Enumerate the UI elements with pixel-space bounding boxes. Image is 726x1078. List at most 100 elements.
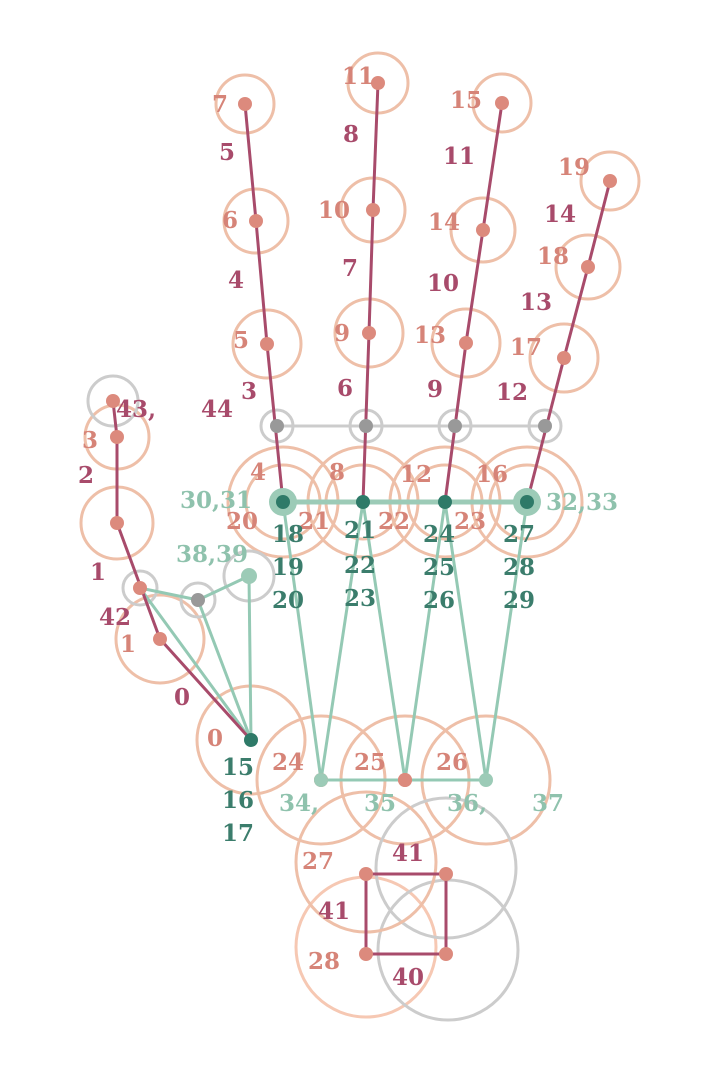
joint-ring-11 (528, 322, 600, 394)
joint-node-m25b (398, 773, 412, 787)
green-node-m24 (314, 773, 328, 787)
bone-label-5: 5 (219, 139, 235, 166)
green-label-34: 34, (279, 790, 319, 817)
bone-edge-8 (367, 208, 375, 335)
gray-node-g44c (448, 419, 462, 433)
green-dark-node-p21 (356, 495, 370, 509)
bone-label-10: 10 (427, 270, 459, 297)
skeleton-nodes (106, 76, 617, 961)
joint-label-12: 12 (400, 461, 432, 488)
joint-label-1: 1 (120, 631, 136, 658)
joint-label-22: 22 (378, 508, 410, 535)
bone-edge-6 (243, 102, 258, 223)
green-dark-node-j0 (244, 733, 258, 747)
bone-label-12: 12 (496, 379, 528, 406)
joint-label-9: 9 (334, 320, 350, 347)
bone-edge-0 (158, 637, 253, 742)
bone-edge-15 (586, 179, 612, 269)
joint-label-6: 6 (222, 207, 238, 234)
bone-label-8: 8 (343, 121, 359, 148)
green-dark-node-p20 (276, 495, 290, 509)
green-dark-label-24: 24 (423, 521, 455, 548)
joint-ring-2 (231, 308, 303, 380)
bone-edge-9 (371, 81, 380, 212)
green-edge-9 (196, 574, 251, 602)
gray-node-g44a (270, 419, 284, 433)
green-dark-label-21: 21 (344, 517, 376, 544)
green-dark-label-16: 16 (222, 787, 254, 814)
joint-label-15: 15 (450, 87, 482, 114)
green-label-38-39: 38,39 (176, 541, 248, 568)
joint-label-25: 25 (354, 749, 386, 776)
skeleton-labels: 11 7 15 19 6 10 14 18 5 9 13 17 3 4 8 12… (78, 63, 618, 991)
joint-label-7: 7 (212, 91, 228, 118)
joint-label-17: 17 (510, 334, 542, 361)
green-dark-label-23: 23 (344, 585, 376, 612)
green-dark-label-15: 15 (222, 754, 254, 781)
joint-label-21: 21 (298, 508, 330, 535)
joint-label-26: 26 (436, 749, 468, 776)
bone-label-2: 2 (78, 462, 94, 489)
green-dark-label-18: 18 (272, 521, 304, 548)
bone-edge-11 (464, 228, 485, 345)
green-edge-8 (138, 586, 200, 602)
bone-label-40: 40 (392, 964, 424, 991)
bone-label-41a: 41 (392, 840, 424, 867)
bone-label-42: 42 (99, 604, 131, 631)
joint-node-j3 (110, 430, 124, 444)
green-label-37: 37 (532, 790, 564, 817)
joint-ring-10 (554, 233, 622, 301)
joint-ring-14 (114, 593, 206, 685)
green-label-30-31: 30,31 (180, 487, 252, 514)
joint-node-j18 (581, 260, 595, 274)
joint-node-s4 (439, 947, 453, 961)
bone-edge-7 (361, 331, 371, 504)
bone-label-43: 43, (116, 396, 156, 423)
joint-ring-27 (86, 374, 140, 428)
joint-label-19: 19 (558, 154, 590, 181)
green-dark-label-28: 28 (503, 554, 535, 581)
joint-label-8: 8 (329, 459, 345, 486)
bone-label-3: 3 (241, 378, 257, 405)
green-edge-3 (403, 500, 447, 782)
green-dark-label-29: 29 (503, 587, 535, 614)
bone-label-7: 7 (342, 255, 358, 282)
joint-node-j11 (371, 76, 385, 90)
joint-label-28: 28 (308, 948, 340, 975)
bone-edge-12 (481, 101, 504, 232)
joint-node-j7 (238, 97, 252, 111)
bone-label-13: 13 (520, 289, 552, 316)
joint-ring-9 (579, 150, 641, 212)
joint-label-24: 24 (272, 749, 304, 776)
bone-label-0: 0 (174, 684, 190, 711)
green-dark-node-p22 (438, 495, 452, 509)
green-edge-10 (247, 574, 253, 742)
green-edge-2 (361, 500, 407, 782)
joint-node-j14 (476, 223, 490, 237)
green-dark-label-26: 26 (423, 587, 455, 614)
green-node-m26 (479, 773, 493, 787)
joint-node-j4 (106, 394, 120, 408)
joint-ring-6 (471, 72, 533, 134)
joint-node-j10 (366, 203, 380, 217)
green-dark-label-27: 27 (503, 521, 535, 548)
green-edge-4 (443, 500, 488, 782)
bone-label-11: 11 (443, 143, 475, 170)
green-label-35: 35 (364, 790, 396, 817)
joint-ring-1 (222, 187, 290, 255)
joint-label-23: 23 (454, 508, 486, 535)
bone-edge-14 (562, 265, 590, 360)
green-dark-label-25: 25 (423, 554, 455, 581)
joint-label-10: 10 (318, 197, 350, 224)
bone-label-14: 14 (544, 201, 576, 228)
joint-label-16: 16 (476, 461, 508, 488)
green-dark-label-20: 20 (272, 587, 304, 614)
joint-label-11: 11 (342, 63, 374, 90)
joint-label-18: 18 (537, 243, 569, 270)
bone-label-4: 4 (228, 267, 244, 294)
green-edge-11 (196, 598, 253, 742)
green-dark-node-p23 (520, 495, 534, 509)
joint-ring-0 (214, 73, 276, 135)
gray-node-g44d (538, 419, 552, 433)
joint-node-j1 (153, 632, 167, 646)
